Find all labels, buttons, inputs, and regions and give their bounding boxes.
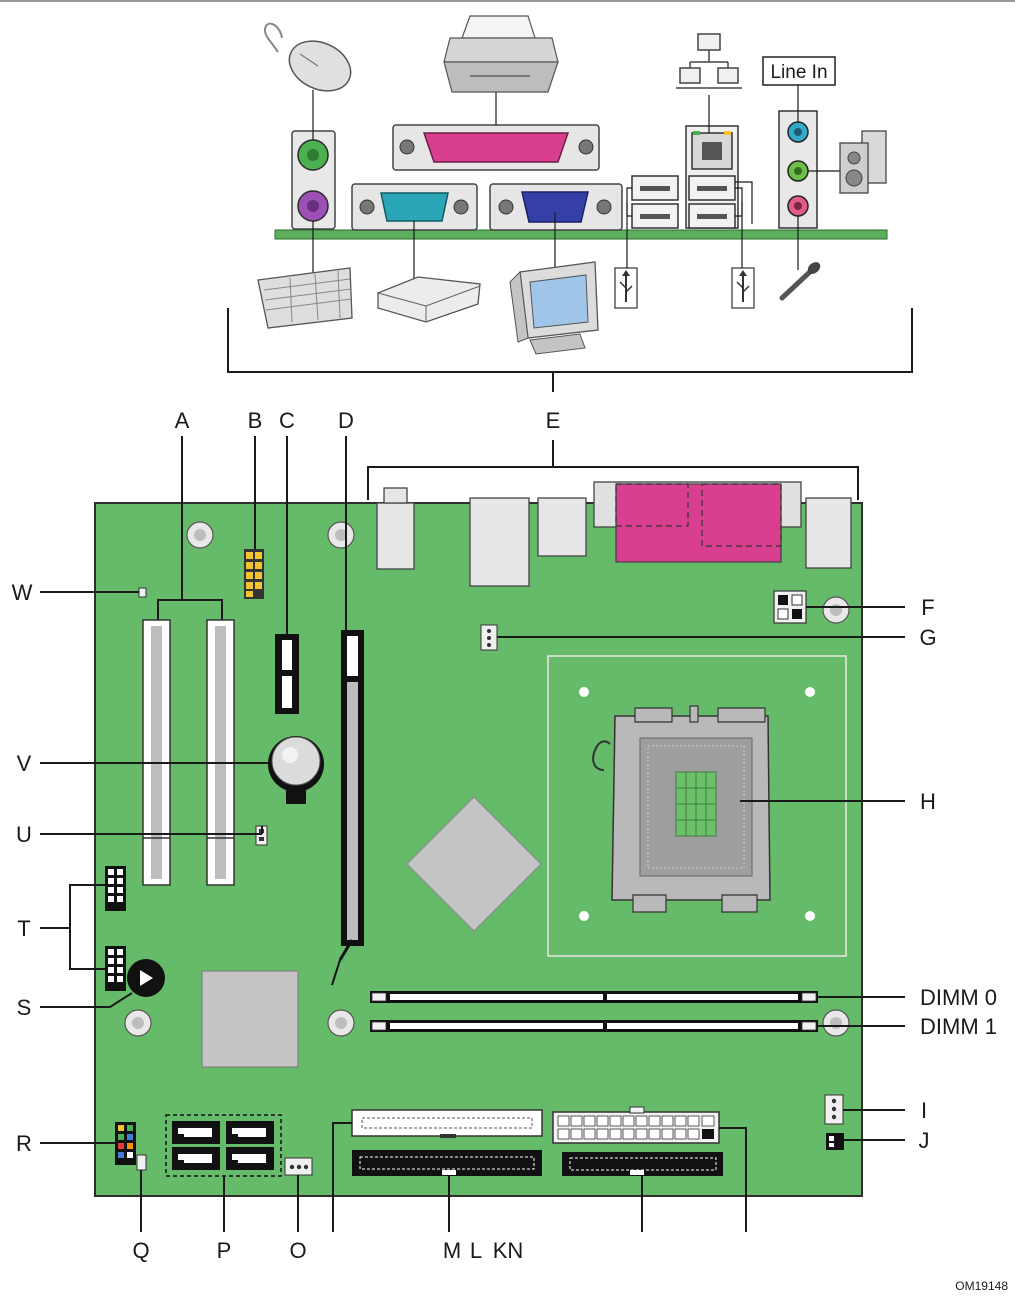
label-r: R: [16, 1131, 32, 1156]
microphone-icon: [782, 260, 823, 298]
label-dimm1: DIMM 1: [920, 1014, 997, 1039]
power-12v-connector: [774, 591, 806, 623]
keyboard-icon: [258, 268, 352, 328]
line-in-label: Line In: [770, 62, 827, 83]
speakers-icon: [840, 131, 886, 193]
label-i: I: [921, 1098, 927, 1123]
floppy-connector: [352, 1110, 542, 1138]
label-q: Q: [132, 1238, 149, 1263]
fan-header-o: [285, 1158, 312, 1175]
dimm-slot-0: [370, 991, 818, 1003]
label-kn: KN: [493, 1238, 524, 1263]
mouse-icon: [265, 24, 359, 101]
atx-power-connector: [553, 1107, 719, 1143]
network-icon: [676, 34, 742, 88]
label-v: V: [17, 751, 32, 776]
parallel-connector-top: [616, 484, 781, 562]
motherboard: [95, 440, 862, 1196]
label-t: T: [17, 916, 30, 941]
fan-header-g: [481, 625, 497, 650]
label-b: B: [248, 408, 263, 433]
usb-header: [105, 946, 126, 991]
jumper-j: [826, 1133, 844, 1150]
modem-icon: [378, 277, 480, 322]
pci-slot: [143, 620, 170, 885]
usb-icon: [732, 268, 754, 308]
label-w: W: [12, 580, 33, 605]
monitor-icon: [510, 262, 598, 354]
label-e: E: [546, 408, 561, 433]
pci-slot: [207, 620, 234, 885]
label-j: J: [919, 1128, 930, 1153]
ide-connector-primary: [352, 1150, 542, 1176]
label-dimm0: DIMM 0: [920, 985, 997, 1010]
label-m: M: [443, 1238, 461, 1263]
figure-id: OM19148: [955, 1279, 1008, 1293]
jumper-q: [137, 1155, 146, 1170]
label-p: P: [217, 1238, 232, 1263]
front-panel-audio-header: [115, 1122, 136, 1165]
jumper-w: [139, 588, 146, 597]
usb-header: [105, 866, 126, 911]
ide-connector-secondary: [562, 1152, 723, 1176]
label-u: U: [16, 822, 32, 847]
label-f: F: [921, 595, 934, 620]
serial-port: [381, 193, 448, 221]
parallel-port: [424, 133, 568, 162]
printer-icon: [444, 16, 558, 92]
fan-header-i: [825, 1095, 843, 1124]
front-panel-header: [244, 549, 264, 599]
label-s: S: [17, 995, 32, 1020]
dimm-slot-1: [370, 1020, 818, 1032]
label-o: O: [289, 1238, 306, 1263]
label-g: G: [919, 625, 936, 650]
pcie-x1-slot: [275, 634, 299, 714]
southbridge-chip: [202, 971, 298, 1067]
label-c: C: [279, 408, 295, 433]
label-l: L: [470, 1238, 482, 1263]
usb-icon: [615, 268, 637, 308]
label-d: D: [338, 408, 354, 433]
speaker: [127, 959, 165, 997]
label-a: A: [175, 408, 190, 433]
label-h: H: [920, 789, 936, 814]
